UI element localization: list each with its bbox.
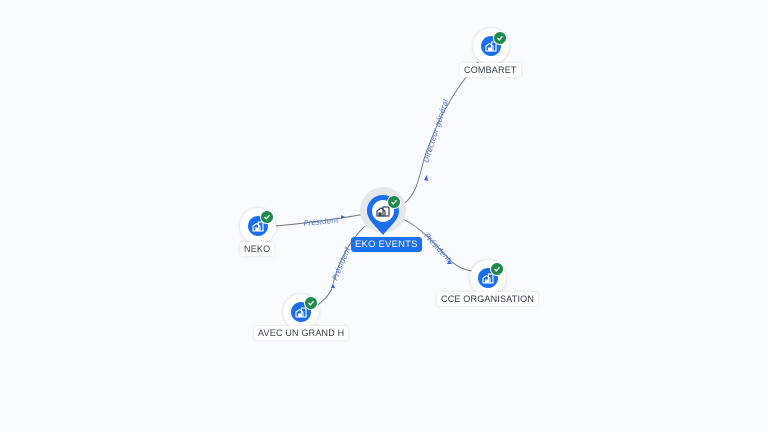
arrow-icon [447,260,452,264]
verified-check-icon [387,195,401,209]
node-neko[interactable] [240,208,276,244]
arrow-icon [341,215,345,219]
arrow-icon [424,175,428,181]
verified-check-icon [490,262,504,276]
verified-check-icon [493,31,507,45]
edge-label: Président [331,245,353,282]
edge-label: Président [423,231,454,264]
building-icon [252,221,264,232]
edge-directeur-general[interactable]: Directeur général [397,61,479,209]
edge-label: Directeur général [421,97,450,163]
building-icon [482,273,494,284]
building-icon [295,307,307,318]
node-label-neko[interactable]: NEKO [240,242,275,256]
center-node-eko-events[interactable] [366,194,401,236]
node-label-avec-un-grand-h[interactable]: AVEC UN GRAND H [254,326,349,340]
arrow-icon [331,284,335,288]
building-icon [376,206,390,217]
edge-label: Président [303,215,340,228]
center-node-label[interactable]: EKO EVENTS [351,237,422,252]
node-combaret[interactable] [473,28,509,64]
verified-check-icon [260,210,274,224]
node-label-cce-organisation[interactable]: CCE ORGANISATION [437,292,539,306]
node-label-combaret[interactable]: COMBARET [460,63,521,77]
node-avec-un-grand-h[interactable] [283,294,319,330]
node-cce-organisation[interactable] [470,260,506,296]
edge-president-neko[interactable]: Président [274,213,367,228]
verified-check-icon [304,296,318,310]
